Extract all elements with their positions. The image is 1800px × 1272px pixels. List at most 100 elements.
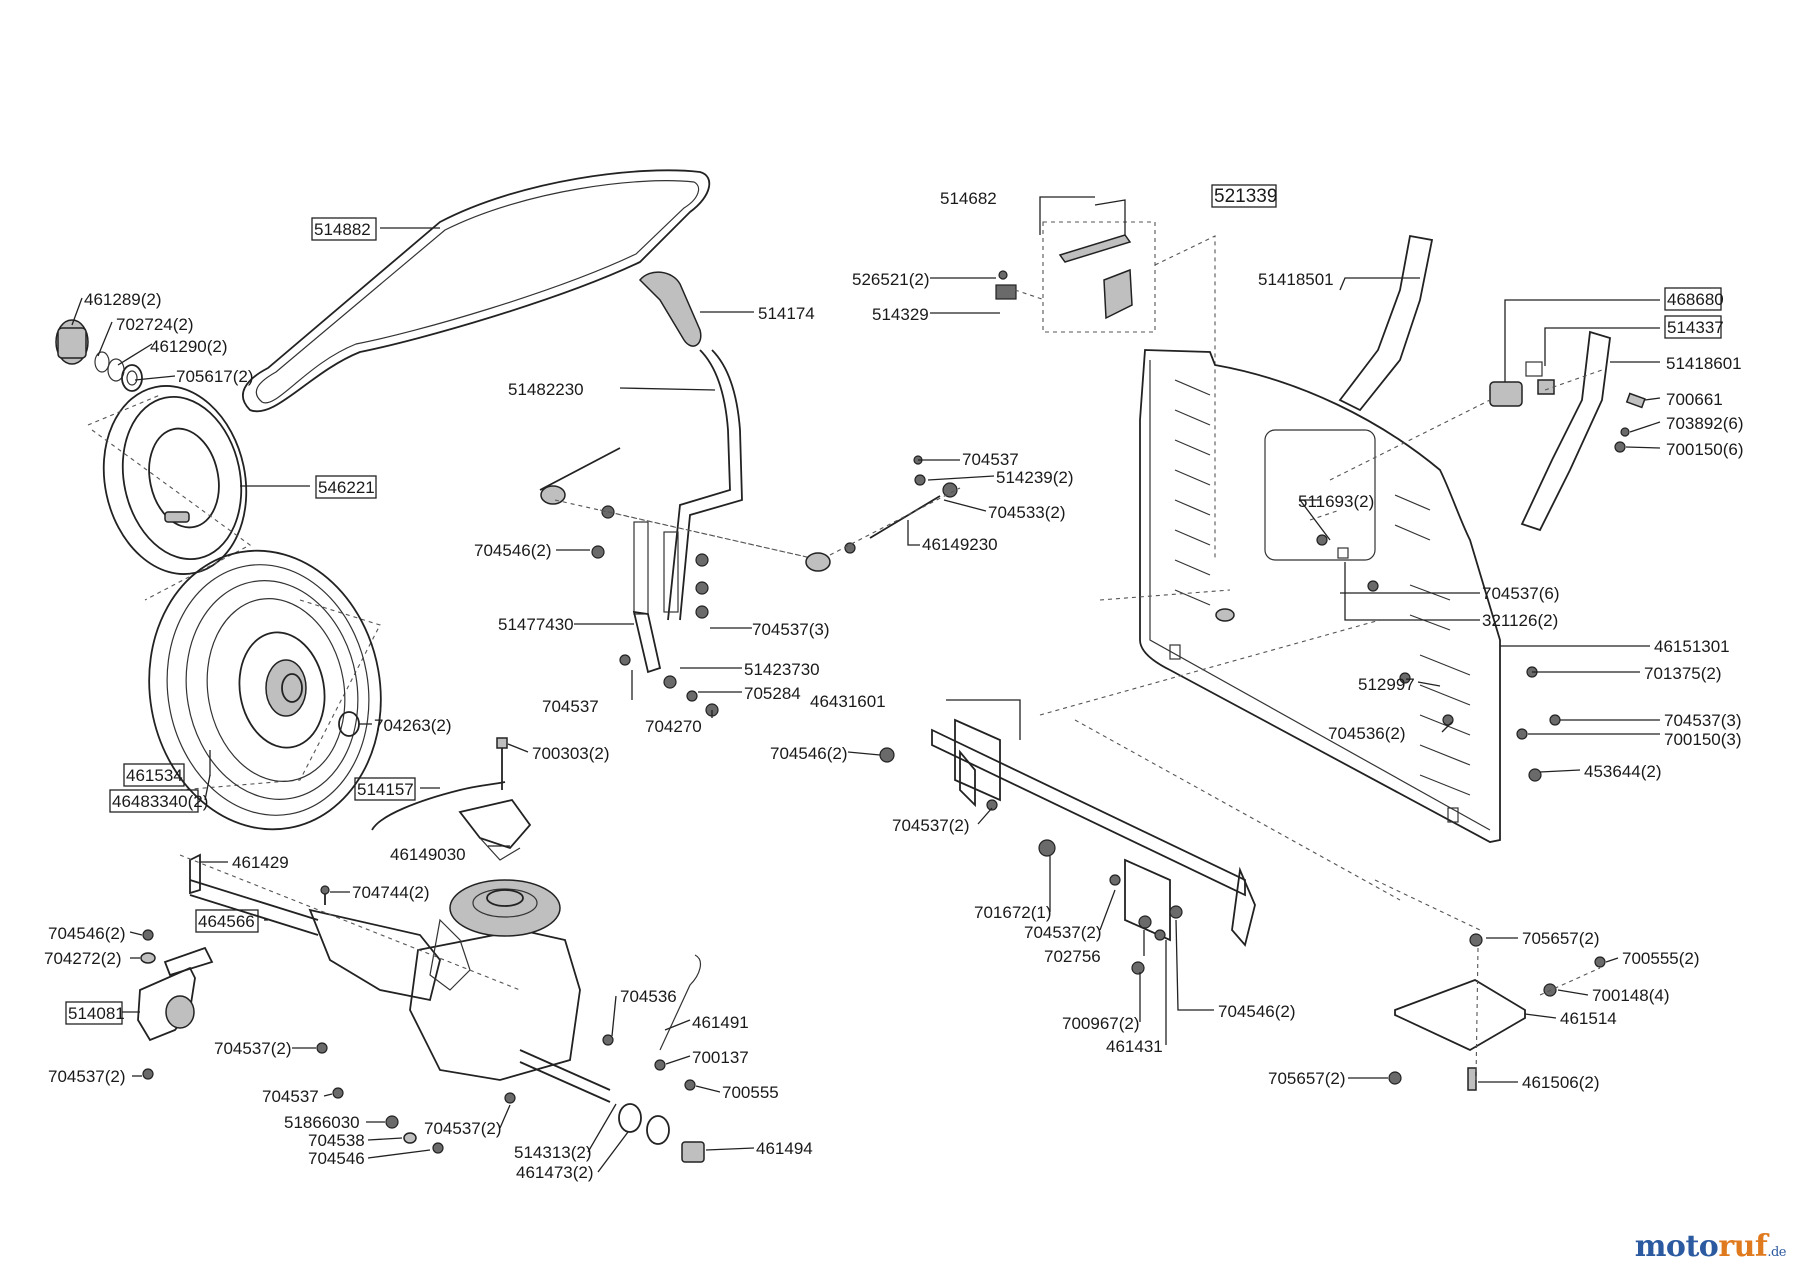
label-704272: 704272(2) (44, 949, 122, 968)
label-704546-c: 704546(2) (48, 924, 126, 943)
label-704744: 704744(2) (352, 883, 430, 902)
label-514313: 514313(2) (514, 1143, 592, 1162)
label-boxes (65, 184, 1722, 1025)
label-514329: 514329 (872, 305, 929, 324)
label-704536-a: 704536(2) (1328, 724, 1406, 743)
label-514239: 514239(2) (996, 468, 1074, 487)
front-tire (102, 385, 248, 575)
switch-box (995, 221, 1156, 333)
label-461289: 461289(2) (84, 290, 162, 309)
label-704546-b: 704546(2) (770, 744, 848, 763)
label-700555-b: 700555(2) (1622, 949, 1700, 968)
label-46149230: 46149230 (922, 535, 998, 554)
label-461473: 461473(2) (516, 1163, 594, 1182)
label-514682: 514682 (940, 189, 997, 208)
label-704537-g: 704537(2) (214, 1039, 292, 1058)
label-704537-k: 704537(2) (1024, 923, 1102, 942)
label-464566: 464566 (198, 912, 255, 931)
label-461429: 461429 (232, 853, 289, 872)
label-700967: 700967(2) (1062, 1014, 1140, 1033)
label-700137: 700137 (692, 1048, 749, 1067)
label-51418601: 51418601 (1666, 354, 1742, 373)
label-700148: 700148(4) (1592, 986, 1670, 1005)
label-701672: 701672(1) (974, 903, 1052, 922)
label-46483340: 46483340(2) (112, 792, 208, 811)
leader-lines (71, 196, 1661, 1173)
hanger-bearing (137, 929, 214, 1080)
label-704537-h: 704537(2) (48, 1067, 126, 1086)
label-461506: 461506(2) (1522, 1073, 1600, 1092)
label-511693: 511693(2) (1298, 492, 1374, 511)
label-700661: 700661 (1666, 390, 1723, 409)
label-704546-e: 704546(2) (1218, 1002, 1296, 1021)
label-704263: 704263(2) (374, 716, 452, 735)
label-704536-b: 704536 (620, 987, 677, 1006)
label-704537-c: 704537 (962, 450, 1019, 469)
label-704537-a: 704537(3) (752, 620, 830, 639)
label-704533: 704533(2) (988, 503, 1066, 522)
label-461534: 461534 (126, 766, 183, 785)
label-514081: 514081 (68, 1004, 125, 1023)
label-546221: 546221 (318, 478, 375, 497)
label-704537-f: 704537(2) (892, 816, 970, 835)
label-704546-a: 704546(2) (474, 541, 552, 560)
label-700150-b: 700150(3) (1664, 730, 1742, 749)
rear-panel (1139, 349, 1501, 843)
label-704537-e: 704537(3) (1664, 711, 1742, 730)
label-514174: 514174 (758, 304, 815, 323)
side-brackets (1338, 234, 1646, 532)
transaxle (189, 853, 611, 1103)
label-701375: 701375(2) (1644, 664, 1722, 683)
label-461491: 461491 (692, 1013, 749, 1032)
label-46431601: 46431601 (810, 692, 886, 711)
label-704537-d: 704537(6) (1482, 584, 1560, 603)
label-526521: 526521(2) (852, 270, 930, 289)
label-704537-j: 704537(2) (424, 1119, 502, 1138)
part-labels: 514882 461289(2) 702724(2) 461290(2) 705… (44, 186, 1744, 1182)
cable-and-bracket (371, 737, 532, 861)
label-700150-a: 700150(6) (1666, 440, 1744, 459)
drive-belt (241, 169, 711, 413)
label-453644: 453644(2) (1584, 762, 1662, 781)
label-51418501: 51418501 (1258, 270, 1334, 289)
label-51866030: 51866030 (284, 1113, 360, 1132)
label-461514: 461514 (1560, 1009, 1617, 1028)
rod-end (539, 447, 621, 491)
label-702724: 702724(2) (116, 315, 194, 334)
label-512997: 512997 (1358, 675, 1415, 694)
frame-tube (931, 718, 1256, 947)
label-705657-b: 705657(2) (1268, 1069, 1346, 1088)
label-704537-i: 704537 (262, 1087, 319, 1106)
label-51423730: 51423730 (744, 660, 820, 679)
label-461290: 461290(2) (150, 337, 228, 356)
label-705657-a: 705657(2) (1522, 929, 1600, 948)
label-700303: 700303(2) (532, 744, 610, 763)
label-703892: 703892(6) (1666, 414, 1744, 433)
label-705284: 705284 (744, 684, 801, 703)
label-51482230: 51482230 (508, 380, 584, 399)
label-700555-a: 700555 (722, 1083, 779, 1102)
label-461494: 461494 (756, 1139, 813, 1158)
label-321126: 321126(2) (1482, 611, 1558, 630)
label-514337: 514337 (1667, 318, 1724, 337)
label-46149030: 46149030 (390, 845, 466, 864)
label-46151301: 46151301 (1654, 637, 1730, 656)
label-704537-b: 704537 (542, 697, 599, 716)
label-468680: 468680 (1667, 290, 1724, 309)
control-lever (632, 271, 743, 674)
label-704546-d: 704546 (308, 1149, 365, 1168)
label-514157: 514157 (357, 780, 414, 799)
motoruf-logo: motoruf.de (1634, 1229, 1787, 1264)
label-514882: 514882 (314, 220, 371, 239)
label-521339: 521339 (1214, 186, 1277, 207)
label-51477430: 51477430 (498, 615, 574, 634)
rear-tire (148, 549, 382, 831)
label-704538: 704538 (308, 1131, 365, 1150)
label-704270: 704270 (645, 717, 702, 736)
label-705617: 705617(2) (176, 367, 254, 386)
label-702756: 702756 (1044, 947, 1101, 966)
wheel-cap-stack (55, 319, 143, 392)
label-461431: 461431 (1106, 1037, 1163, 1056)
